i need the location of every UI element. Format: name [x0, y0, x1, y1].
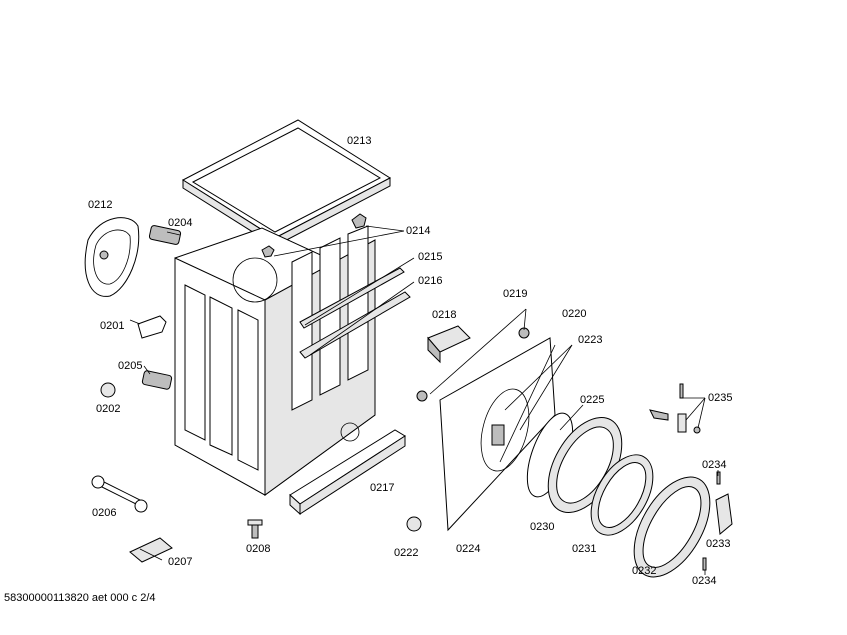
- part-0232-door-ring: [633, 476, 711, 578]
- label-0231: 0231: [572, 543, 596, 555]
- part-0231-door-glass: [590, 454, 654, 536]
- part-0206-spanner: [91, 475, 148, 513]
- label-0234-upper: 0234: [702, 459, 726, 471]
- part-0201-bracket: [137, 315, 167, 339]
- part-0205-damper: [141, 370, 173, 390]
- label-0212: 0212: [88, 199, 112, 211]
- label-0234-lower: 0234: [692, 575, 716, 587]
- part-0213-worktop: [181, 119, 392, 247]
- label-0219: 0219: [503, 288, 527, 300]
- part-0218-door-lock: [427, 325, 471, 364]
- part-0233-handle: [715, 493, 733, 535]
- part-0202-foot: [100, 382, 116, 398]
- label-0216: 0216: [418, 275, 442, 287]
- label-0207: 0207: [168, 556, 192, 568]
- part-0207-plate: [129, 537, 173, 563]
- part-0204-damper: [148, 225, 182, 245]
- part-0224-front-panel: [439, 337, 556, 532]
- label-0230: 0230: [530, 521, 554, 533]
- label-0220: 0220: [562, 308, 586, 320]
- label-0213: 0213: [347, 135, 371, 147]
- label-0233: 0233: [706, 538, 730, 550]
- part-0215-0216-rails: [299, 267, 411, 359]
- label-0223: 0223: [578, 334, 602, 346]
- label-0205: 0205: [118, 360, 142, 372]
- label-0235: 0235: [708, 392, 732, 404]
- label-0214: 0214: [406, 225, 430, 237]
- label-0224: 0224: [456, 543, 480, 555]
- label-0215: 0215: [418, 251, 442, 263]
- label-0208: 0208: [246, 543, 270, 555]
- label-0225: 0225: [580, 394, 604, 406]
- label-0222: 0222: [394, 547, 418, 559]
- label-0232: 0232: [632, 565, 656, 577]
- document-code: 58300000113820 aet 000 c 2/4: [4, 592, 156, 604]
- part-0217-base-panel: [289, 429, 406, 516]
- label-0202: 0202: [96, 403, 120, 415]
- label-0201: 0201: [100, 320, 124, 332]
- part-0212-back-cover: [84, 217, 140, 297]
- label-0206: 0206: [92, 507, 116, 519]
- label-0217: 0217: [370, 482, 394, 494]
- part-0234-pins: [702, 471, 721, 571]
- part-0235-hinge: [649, 383, 701, 434]
- part-0208-screw: [247, 519, 263, 539]
- part-0214-clips: [261, 213, 367, 258]
- label-0218: 0218: [432, 309, 456, 321]
- leader-lines: [129, 225, 719, 575]
- part-cabinet: [174, 225, 376, 496]
- label-0204: 0204: [168, 217, 192, 229]
- part-0222-knob: [406, 390, 428, 532]
